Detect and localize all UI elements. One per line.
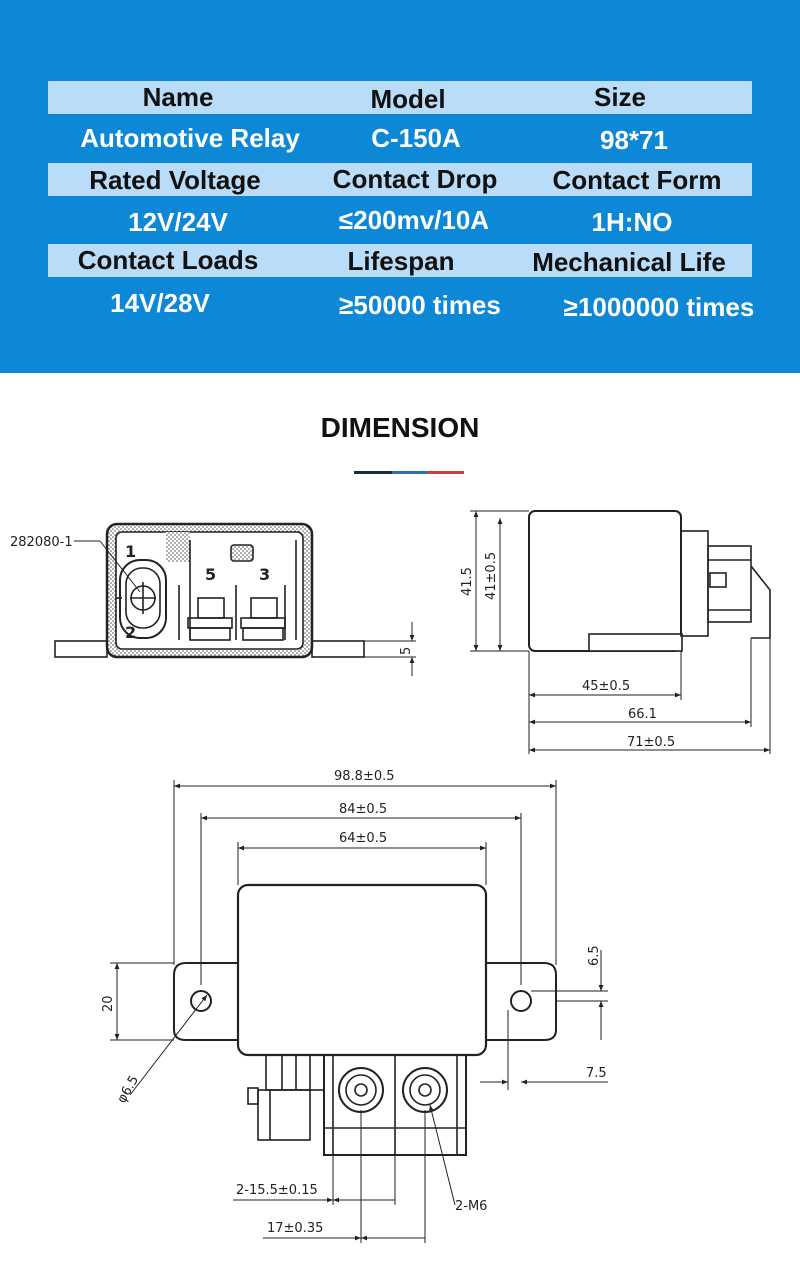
spec-value-rated-voltage: 12V/24V <box>128 207 228 237</box>
spec-value-size: 98*71 <box>600 125 668 155</box>
spec-label-contact-drop: Contact Drop <box>332 164 498 194</box>
front-view <box>54 522 416 676</box>
spec-label-model: Model <box>370 84 446 114</box>
spec-label-name: Name <box>142 82 214 112</box>
spec-value-contact-drop: ≤200mv/10A <box>338 205 490 235</box>
spec-header-band-2 <box>48 163 752 196</box>
part-number-label: 282080-1 <box>10 535 73 550</box>
dimension-title: DIMENSION <box>320 412 480 443</box>
dim-hole-diameter: φ6.5 <box>114 1073 142 1106</box>
spec-label-contact-loads: Contact Loads <box>77 245 259 275</box>
pin-2-label: 2 <box>125 623 136 642</box>
spec-label-mechanical-life: Mechanical Life <box>532 247 726 277</box>
title-rule-dark <box>354 471 392 474</box>
dim-body-length: 64±0.5 <box>339 831 387 846</box>
spec-value-model: C-150A <box>371 123 461 153</box>
dim-body-width: 45±0.5 <box>582 679 630 694</box>
dim-overall-width: 71±0.5 <box>627 735 675 750</box>
spec-label-contact-form: Contact Form <box>552 165 722 195</box>
spec-value-mechanical-life: ≥1000000 times <box>563 292 755 322</box>
spec-value-contact-loads: 14V/28V <box>110 288 210 318</box>
dim-base-5: 5 <box>399 647 414 655</box>
dim-hole-spacing: 84±0.5 <box>339 802 387 817</box>
side-view <box>470 510 771 754</box>
dim-terminal-pitch: 2-15.5±0.15 <box>236 1183 318 1198</box>
title-rule-blue <box>392 471 428 474</box>
spec-label-rated-voltage: Rated Voltage <box>89 165 261 195</box>
dim-terminal-span: 17±0.35 <box>267 1221 323 1236</box>
dim-hole-offset-x: 7.5 <box>586 1066 607 1081</box>
dim-flange-height: 20 <box>101 995 116 1012</box>
dim-height-body: 41±0.5 <box>484 552 499 600</box>
spec-header-band-1 <box>48 81 752 114</box>
pin-3-label: 3 <box>259 565 270 584</box>
pin-1-label: 1 <box>125 542 136 561</box>
spec-value-lifespan: ≥50000 times <box>339 290 501 320</box>
title-rule-red <box>428 471 464 474</box>
dim-overall-length: 98.8±0.5 <box>334 769 395 784</box>
spec-header-band-3 <box>48 244 752 277</box>
dim-mid-width: 66.1 <box>628 707 657 722</box>
spec-value-name: Automotive Relay <box>80 123 300 153</box>
spec-value-contact-form: 1H:NO <box>591 207 673 237</box>
top-view <box>110 780 608 1243</box>
spec-label-lifespan: Lifespan <box>347 246 455 276</box>
thread-label: 2-M6 <box>455 1199 487 1214</box>
pin-5-label: 5 <box>205 565 216 584</box>
dim-height-total: 41.5 <box>460 567 475 596</box>
spec-label-size: Size <box>593 82 647 112</box>
spec-panel: Name Model Size Automotive Relay C-150A … <box>0 0 800 373</box>
dim-hole-offset-y: 6.5 <box>587 945 602 966</box>
